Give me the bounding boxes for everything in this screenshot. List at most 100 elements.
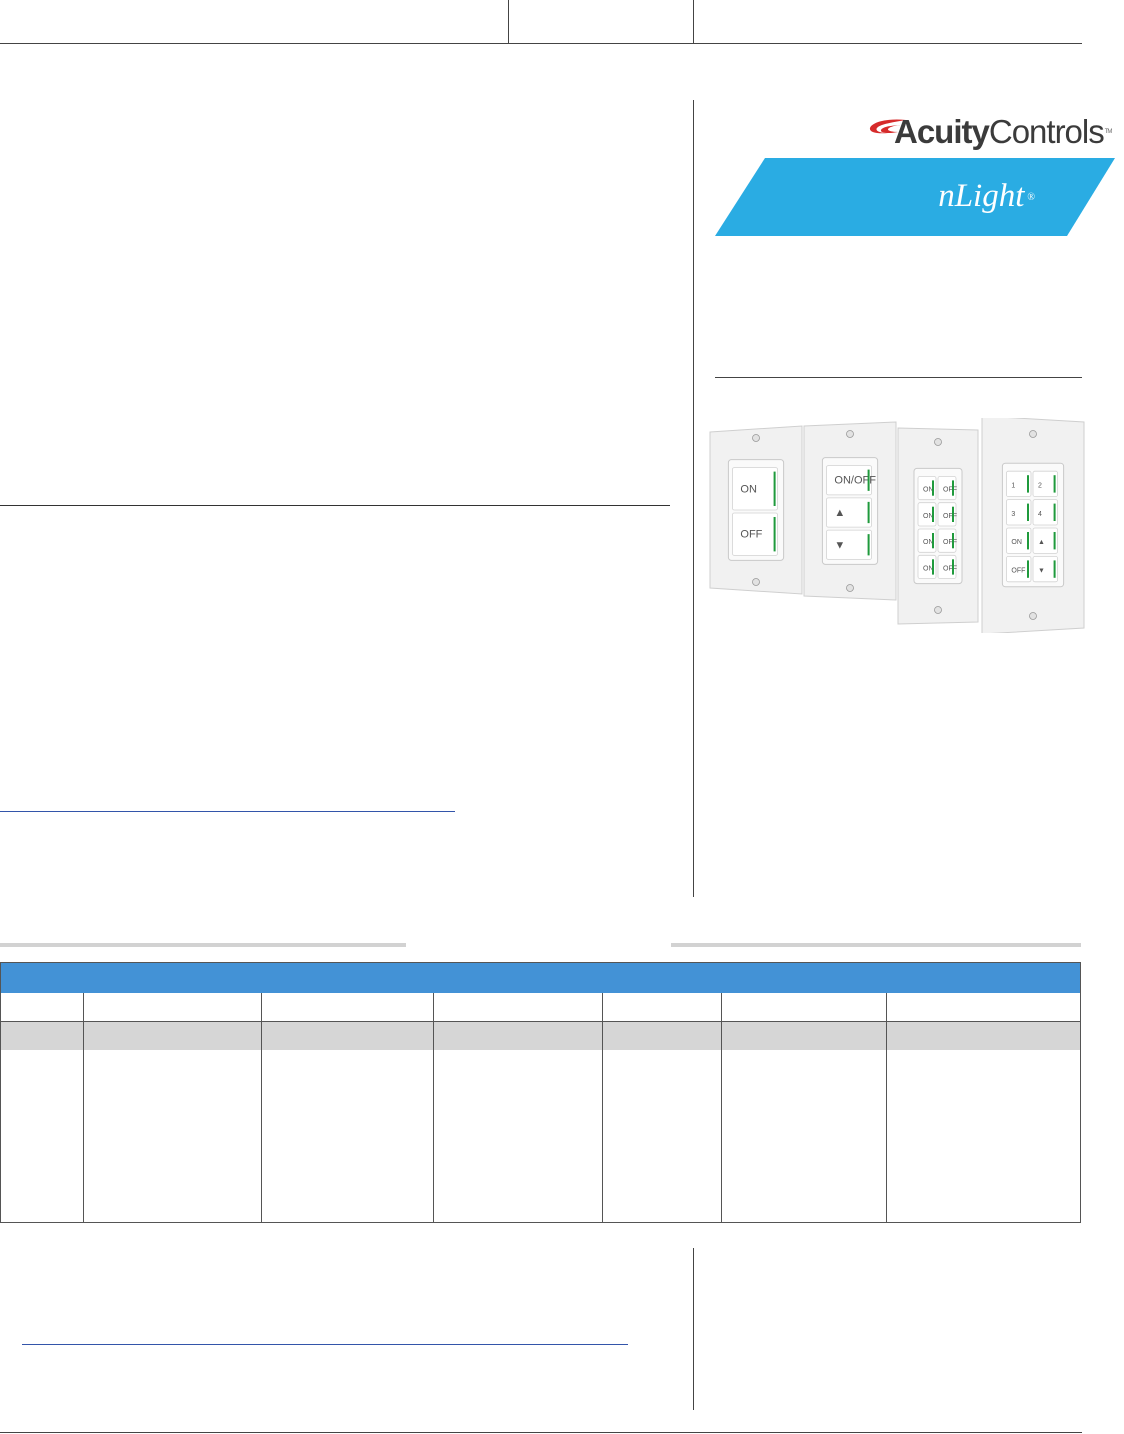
- switch-button: [1005, 527, 1032, 554]
- switch-button-label: OFF: [943, 565, 957, 572]
- table-header-cell: [84, 993, 262, 1021]
- table-cell: [434, 1022, 603, 1050]
- switch-button-label: ON: [740, 483, 757, 495]
- led-indicator: [1027, 475, 1029, 493]
- switch-button-label: ▼: [834, 539, 845, 551]
- switch-button: [917, 502, 937, 527]
- switch-button: [731, 512, 779, 556]
- ordering-table: [0, 962, 1081, 1223]
- led-indicator: [1027, 532, 1029, 550]
- led-indicator: [1027, 560, 1029, 578]
- led-indicator: [952, 559, 954, 575]
- table-cell: [722, 1050, 887, 1222]
- table-header-cell: [262, 993, 434, 1021]
- table-header-cell: [887, 993, 1080, 1021]
- led-indicator: [952, 506, 954, 522]
- switch-button-label: ON: [923, 513, 934, 520]
- table-column-rule: [433, 993, 434, 1222]
- switch-button: [1005, 499, 1032, 526]
- switch-button: [937, 476, 957, 501]
- column-divider: [693, 1248, 694, 1410]
- switch-button: [1032, 499, 1059, 526]
- led-indicator: [1053, 503, 1056, 521]
- switch-button: [1032, 527, 1059, 554]
- switch-button-label: OFF: [943, 513, 957, 520]
- table-cell: [1, 1050, 84, 1222]
- section-separator: [0, 943, 406, 947]
- table-cell: [84, 1050, 262, 1222]
- switch-button: [937, 502, 957, 527]
- logo-wordmark-bold: Acuity: [894, 113, 990, 150]
- led-indicator: [1053, 560, 1056, 578]
- led-indicator: [932, 506, 934, 522]
- link-underline: [0, 811, 455, 812]
- switch-button: [917, 528, 937, 553]
- switch-button-label: ON: [923, 539, 934, 546]
- table-cell: [722, 1022, 887, 1050]
- section-rule: [0, 505, 670, 506]
- switch-button-label: OFF: [943, 539, 957, 546]
- switch-button-label: ON: [1011, 539, 1022, 546]
- switch-button: [917, 554, 937, 580]
- acuity-controls-logo: AcuityControlsTM: [868, 112, 1118, 152]
- led-indicator: [932, 480, 934, 496]
- section-rule: [715, 377, 1082, 378]
- switch-button: [826, 497, 873, 528]
- table-row: [1, 1022, 1080, 1050]
- led-indicator: [932, 559, 934, 575]
- header-divider: [508, 0, 509, 43]
- switch-button: [937, 554, 957, 580]
- column-divider: [693, 100, 694, 897]
- switch-button-label: ▼: [1038, 568, 1045, 575]
- switch-button: [1032, 555, 1059, 583]
- switch-button: [937, 528, 957, 553]
- switch-button: [826, 465, 873, 496]
- led-indicator: [1027, 503, 1029, 521]
- table-column-rule: [721, 993, 722, 1222]
- switch-button: [731, 467, 779, 511]
- switch-button-label: ▲: [834, 507, 845, 519]
- switch-plate: ON OFF: [709, 425, 803, 595]
- led-indicator: [952, 480, 954, 496]
- switch-button: [1005, 470, 1032, 498]
- led-indicator: [1053, 532, 1056, 550]
- nlight-banner: nLight®: [715, 158, 1115, 236]
- switch-button-label: OFF: [740, 529, 762, 541]
- table-header-cell: [1, 993, 84, 1021]
- table-cell: [434, 1050, 603, 1222]
- table-header-cell: [603, 993, 722, 1021]
- table-cell: [603, 1050, 722, 1222]
- led-indicator: [867, 469, 870, 491]
- table-row: [1, 1050, 1080, 1222]
- led-indicator: [773, 471, 776, 506]
- banner-registered-mark: ®: [1027, 192, 1035, 204]
- swoosh-icon: [869, 119, 906, 134]
- table-cell: [887, 1050, 1080, 1222]
- led-indicator: [952, 533, 954, 549]
- table-cell: [262, 1022, 434, 1050]
- link-underline: [22, 1344, 628, 1345]
- table-cell: [603, 1022, 722, 1050]
- logo-wordmark-light: Controls: [988, 113, 1105, 150]
- switch-button: [826, 529, 873, 560]
- switch-button-label: OFF: [1011, 568, 1025, 575]
- table-title: [1, 963, 1080, 993]
- led-indicator: [867, 501, 870, 524]
- section-separator: [671, 943, 1081, 947]
- table-cell: [1, 1022, 84, 1050]
- switch-button-label: 2: [1038, 482, 1042, 489]
- switch-button: [1005, 555, 1032, 583]
- switch-button-label: ON/OFF: [834, 475, 876, 487]
- switch-button-label: ▲: [1038, 539, 1045, 546]
- led-indicator: [1053, 475, 1056, 493]
- switch-button: [917, 476, 937, 501]
- banner-product-name: nLight: [938, 178, 1025, 214]
- header-rule: [0, 43, 1082, 44]
- led-indicator: [773, 517, 776, 552]
- switch-button-label: 1: [1011, 482, 1015, 489]
- switch-button-label: ON: [923, 487, 934, 494]
- table-header-cell: [434, 993, 603, 1021]
